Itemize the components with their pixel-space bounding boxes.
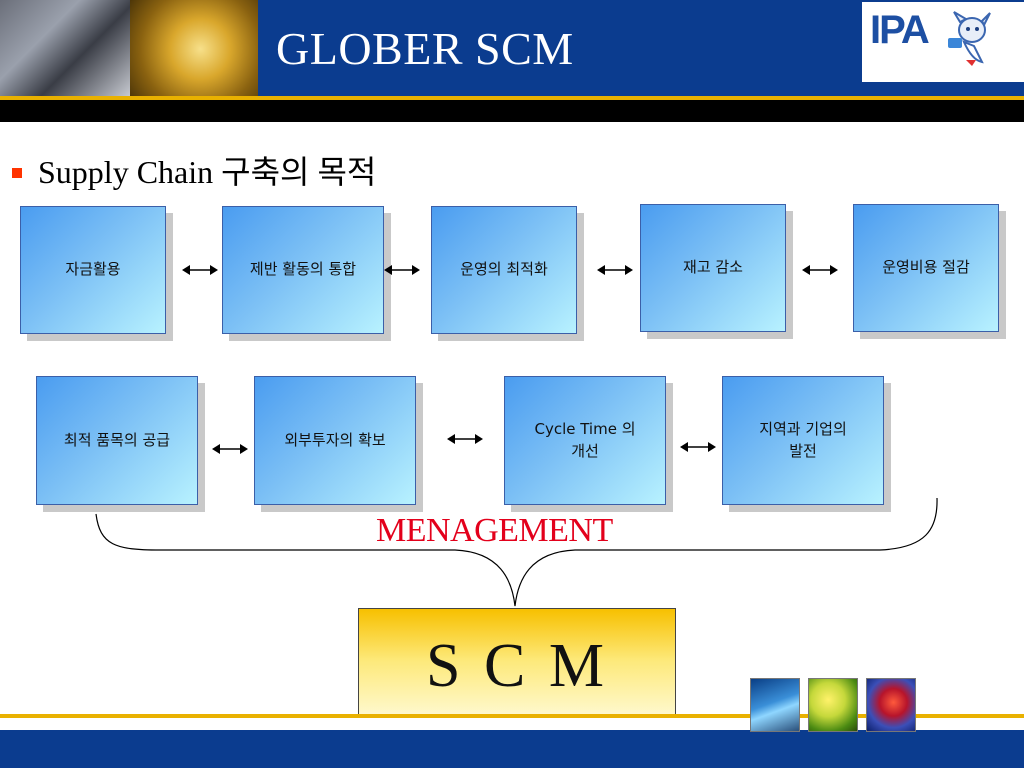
bullet-square-icon [12,168,22,178]
goal-box-integration: 제반 활동의 통합 [222,206,384,334]
goal-box-label-line2: 개선 [571,441,599,460]
goal-box-cycle-time: Cycle Time 의 개선 [504,376,666,505]
goal-box-optimal-supply: 최적 품목의 공급 [36,376,198,505]
goal-box-regional-development: 지역과 기업의 발전 [722,376,884,505]
ipa-logo-text: IPA [870,8,930,52]
header-gold-line [0,96,1024,100]
double-arrow-icon [597,265,633,275]
double-arrow-icon [447,434,483,444]
double-arrow-icon [802,265,838,275]
goal-box-label-line1: 지역과 기업의 [759,419,847,438]
slide-title: GLOBER SCM [276,23,574,74]
goal-box-label: 외부투자의 확보 [284,430,386,449]
section-subtitle: Supply Chain 구축의 목적 [38,154,377,190]
ipa-mascot-icon [948,11,991,66]
goal-box-label-line2: 발전 [789,441,817,460]
goal-box-cost-reduction: 운영비용 절감 [853,204,999,332]
footer-thumbnail-spiral [866,678,916,732]
management-label: MENAGEMENT [376,512,613,549]
double-arrow-icon [680,442,716,452]
goal-box-external-investment: 외부투자의 확보 [254,376,416,505]
goal-box-label: 운영비용 절감 [882,258,970,276]
ipa-logo: IPA [862,2,1024,82]
goal-box-optimization: 운영의 최적화 [431,206,577,334]
header-photo-gold-coin [130,0,258,98]
goal-box-label: 자금활용 [65,260,121,279]
double-arrow-icon [212,444,248,454]
header-black-band [0,100,1024,122]
footer-thumbnail-screen [808,678,858,732]
header-bar: GLOBER SCM IPA [0,0,1024,100]
goal-box-fund-usage: 자금활용 [20,206,166,334]
goal-box-label: 제반 활동의 통합 [249,260,357,279]
scm-box: S C M [358,608,676,724]
goal-box-inventory-reduction: 재고 감소 [640,204,786,332]
footer-gold-line [0,714,1024,718]
goal-box-label-line1: Cycle Time 의 [534,419,636,438]
goal-box-label: 운영의 최적화 [460,260,548,279]
scm-label: S C M [426,631,608,700]
goal-box-label: 최적 품목의 공급 [63,430,171,449]
footer-blue-band [0,730,1024,768]
double-arrow-icon [182,265,218,275]
header-photo-runner [0,0,130,98]
double-arrow-icon [384,265,420,275]
goal-box-label: 재고 감소 [683,258,743,276]
footer-thumbnail-road [750,678,800,732]
